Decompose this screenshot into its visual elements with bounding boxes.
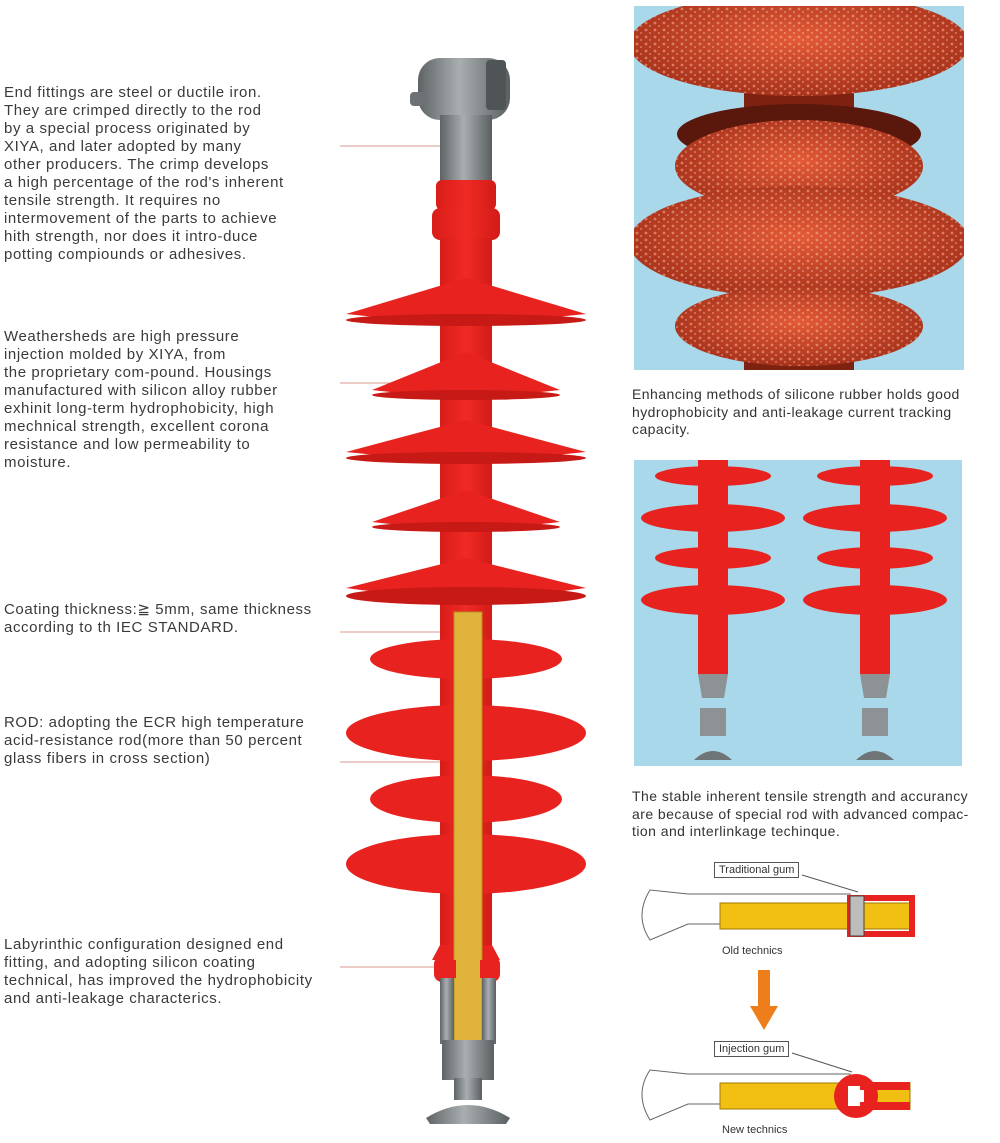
insulator-illustration [340, 58, 586, 1124]
insulator-left [641, 460, 785, 760]
glass-fiber-rod [453, 611, 483, 1043]
insulator-right [803, 460, 947, 760]
tensile-caption: The stable inherent tensile strength and… [632, 788, 969, 839]
two-insulators-photo [634, 460, 962, 766]
labyrinth-description: Labyrinthic configuration designed end f… [4, 936, 313, 1007]
coating-thickness-description: Coating thickness:≧ 5mm, same thickness … [4, 601, 312, 636]
rod-description: ROD: adopting the ECR high temperature a… [4, 714, 305, 767]
old-technics-label: Old technics [722, 945, 783, 957]
technics-comparison-diagram [641, 874, 915, 1121]
old-technics-drawing [641, 889, 915, 941]
down-arrow [750, 970, 778, 1030]
new-technics-drawing [641, 1069, 911, 1121]
top-end-fitting [410, 58, 510, 185]
bottom-end-fitting [426, 960, 510, 1124]
new-technics-label: New technics [722, 1124, 788, 1136]
silicone-caption: Enhancing methods of silicone rubber hol… [632, 386, 960, 437]
weathersheds-description: Weathersheds are high pressure injection… [4, 328, 278, 471]
injection-gum-label: Injection gum [714, 1041, 790, 1057]
traditional-gum-label: Traditional gum [714, 862, 800, 878]
end-fittings-description: End fittings are steel or ductile iron. … [4, 84, 284, 263]
hydrophobic-sheds-photo [634, 6, 964, 370]
